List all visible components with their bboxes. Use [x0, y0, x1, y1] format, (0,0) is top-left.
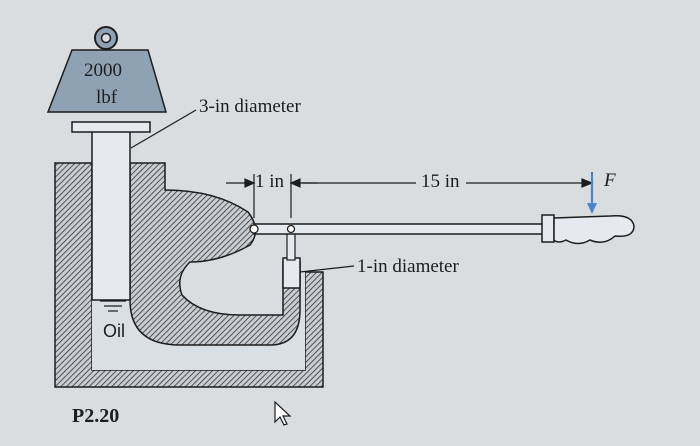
handle-grip — [553, 214, 635, 245]
long-arm-length-label: 15 in — [421, 171, 460, 192]
pivot-pin — [249, 224, 259, 234]
handle-collar — [541, 214, 555, 243]
small-piston — [282, 257, 301, 289]
dimension-lines — [226, 172, 594, 218]
problem-number: P2.20 — [72, 405, 120, 427]
weight-unit-label: lbf — [96, 87, 118, 108]
piston-platform — [71, 121, 151, 133]
lever — [253, 223, 545, 235]
oil-level-marker — [100, 300, 126, 312]
cursor-icon — [274, 400, 292, 426]
short-arm-length-label: 1 in — [255, 171, 285, 192]
force-arrow — [587, 174, 597, 214]
large-piston — [91, 129, 131, 301]
inner-block — [129, 162, 301, 346]
force-label: F — [604, 170, 616, 191]
large-piston-diameter-label: 3-in diameter — [199, 96, 301, 117]
large-diameter-leader — [130, 109, 197, 149]
oil-label: Oil — [103, 321, 125, 341]
small-diameter-leader — [299, 265, 355, 273]
weight-value-label: 2000 — [84, 60, 122, 81]
small-piston-diameter-label: 1-in diameter — [357, 256, 459, 277]
ring-icon — [94, 26, 118, 50]
link-pin — [286, 224, 296, 234]
weight-block — [46, 49, 167, 113]
